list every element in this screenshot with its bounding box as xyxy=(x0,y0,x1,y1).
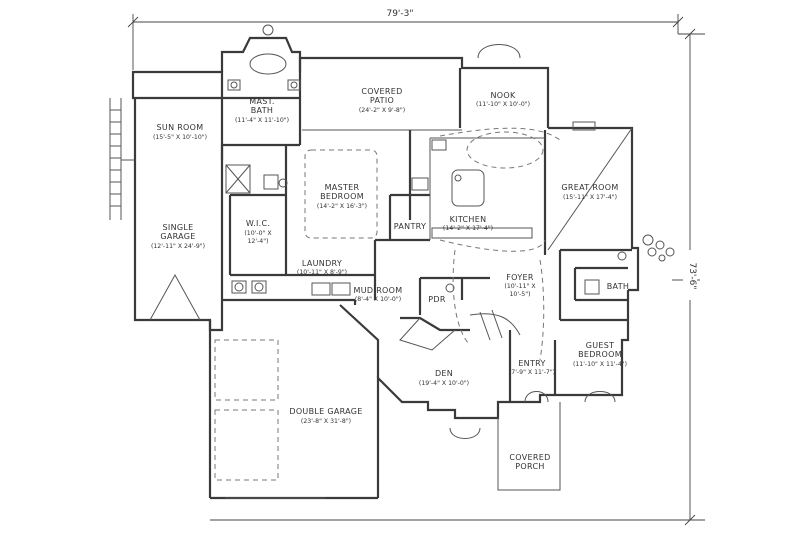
double-garage-dims: (23'-8" X 31'-8") xyxy=(301,418,351,425)
great-room-dims: (15'-11" X 17'-4") xyxy=(563,194,617,201)
mast-bath-dims: (11'-4" X 11'-10") xyxy=(235,117,289,124)
covered-patio-dims: (24'-2" X 9'-8") xyxy=(359,107,405,114)
mast-bath-name: MAST. xyxy=(249,97,274,106)
covered-porch-name: COVERED xyxy=(509,453,550,462)
kitchen-dims: (14'-2" X 17'-4") xyxy=(443,225,493,232)
foyer-dims: (10'-11" X xyxy=(504,283,536,290)
room-labels: SUN ROOM (15'-5" X 10'-10") MAST. BATH (… xyxy=(151,87,629,471)
wic-dims-2: 12'-4") xyxy=(247,238,268,245)
pdr-name: PDR xyxy=(428,295,446,304)
nook-dims: (11'-10" X 10'-0") xyxy=(476,101,530,108)
master-bedroom-name: MASTER xyxy=(325,183,360,192)
foyer-dims-2: 10'-5") xyxy=(509,291,530,298)
sun-room-name: SUN ROOM xyxy=(157,123,204,132)
double-garage-name: DOUBLE GARAGE xyxy=(289,407,362,416)
sun-room-dims: (15'-5" X 10'-10") xyxy=(153,134,207,141)
overall-depth-label: 73'-6" xyxy=(687,262,697,289)
entry-name: ENTRY xyxy=(518,359,545,368)
single-garage-name-2: GARAGE xyxy=(160,232,195,241)
interior-walls xyxy=(208,72,632,402)
single-garage-name: SINGLE xyxy=(163,223,194,232)
guest-bedroom-dims: (11'-10" X 11'-4") xyxy=(573,361,627,368)
kitchen-name: KITCHEN xyxy=(450,215,487,224)
guest-bedroom-name-2: BEDROOM xyxy=(578,350,622,359)
overall-width-label: 79'-3" xyxy=(386,9,413,19)
master-bedroom-dims: (14'-2" X 16'-3") xyxy=(317,203,367,210)
covered-patio-name: COVERED xyxy=(361,87,402,96)
fixtures xyxy=(109,24,675,499)
circulation-lines xyxy=(439,127,561,361)
bath-name: BATH xyxy=(607,282,629,291)
nook-name: NOOK xyxy=(490,91,515,100)
mud-room-dims: (8'-4" X 10'-0") xyxy=(355,296,401,303)
single-garage-dims: (12'-11" X 24'-9") xyxy=(151,243,205,250)
entry-dims: (7'-9" X 11'-7") xyxy=(509,369,555,376)
laundry-name: LAUNDRY xyxy=(302,259,342,268)
mast-bath-name-2: BATH xyxy=(251,106,273,115)
covered-porch-name-2: PORCH xyxy=(515,462,544,471)
mud-room-name: MUD ROOM xyxy=(354,286,403,295)
foyer-name: FOYER xyxy=(506,273,534,282)
master-bedroom-name-2: BEDROOM xyxy=(320,192,364,201)
den-name: DEN xyxy=(435,369,453,378)
den-dims: (19'-4" X 10'-0") xyxy=(419,380,469,387)
pantry-name: PANTRY xyxy=(394,222,426,231)
great-room-name: GREAT ROOM xyxy=(561,183,618,192)
guest-bedroom-name: GUEST xyxy=(586,341,615,350)
wic-dims: (10'-0" X xyxy=(244,230,272,237)
laundry-dims: (10'-11" X 8'-9") xyxy=(297,269,347,276)
wic-name: W.I.C. xyxy=(246,219,270,228)
covered-patio-name-2: PATIO xyxy=(370,96,394,105)
